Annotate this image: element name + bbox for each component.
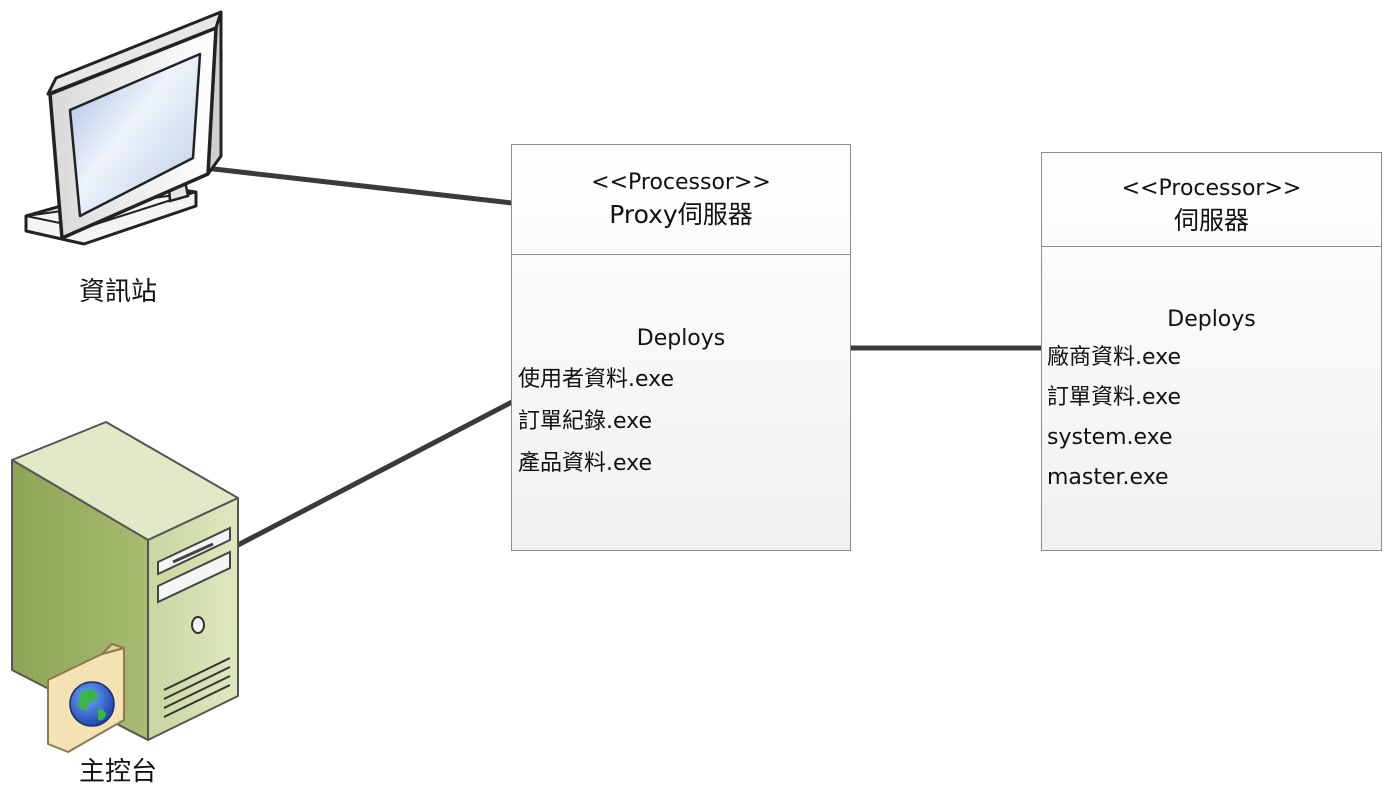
processor-server-deploy-list: 廠商資料.exe 訂單資料.exe system.exe master.exe	[1047, 338, 1377, 498]
processor-proxy-box[interactable]: <<Processor>> Proxy伺服器 Deploys 使用者資料.exe…	[511, 144, 851, 551]
processor-server-name: 伺服器	[1173, 206, 1249, 235]
deploy-item: 訂單紀錄.exe	[518, 409, 653, 434]
web-folder-icon	[47, 643, 125, 753]
processor-server-box[interactable]: <<Processor>> 伺服器 Deploys 廠商資料.exe 訂單資料.…	[1041, 152, 1382, 551]
kiosk-node[interactable]	[18, 6, 233, 276]
deploy-item: system.exe	[1047, 425, 1173, 450]
processor-server-header: <<Processor>> 伺服器	[1042, 153, 1381, 247]
processor-proxy-deploys-title: Deploys	[636, 326, 726, 351]
server-tower-icon	[11, 421, 239, 753]
processor-server-deploys-title: Deploys	[1167, 307, 1256, 332]
processor-proxy-name: Proxy伺服器	[609, 200, 753, 229]
connector-console-proxy	[235, 399, 515, 548]
processor-proxy-stereotype: <<Processor>>	[591, 170, 771, 195]
deploy-item: 使用者資料.exe	[518, 367, 675, 392]
console-label: 主控台	[79, 757, 158, 787]
processor-proxy-deploy-list: 使用者資料.exe 訂單紀錄.exe 產品資料.exe	[518, 359, 846, 485]
console-node[interactable]	[8, 418, 243, 758]
processor-server-stereotype: <<Processor>>	[1121, 176, 1302, 201]
connector-kiosk-proxy	[202, 165, 515, 206]
kiosk-label: 資訊站	[79, 277, 158, 307]
processor-proxy-header: <<Processor>> Proxy伺服器	[512, 145, 850, 255]
monitor-icon	[24, 10, 223, 246]
deploy-item: 廠商資料.exe	[1047, 345, 1182, 370]
deploy-item: 訂單資料.exe	[1047, 385, 1182, 410]
deploy-item: master.exe	[1047, 465, 1169, 490]
deploy-item: 產品資料.exe	[518, 451, 653, 476]
